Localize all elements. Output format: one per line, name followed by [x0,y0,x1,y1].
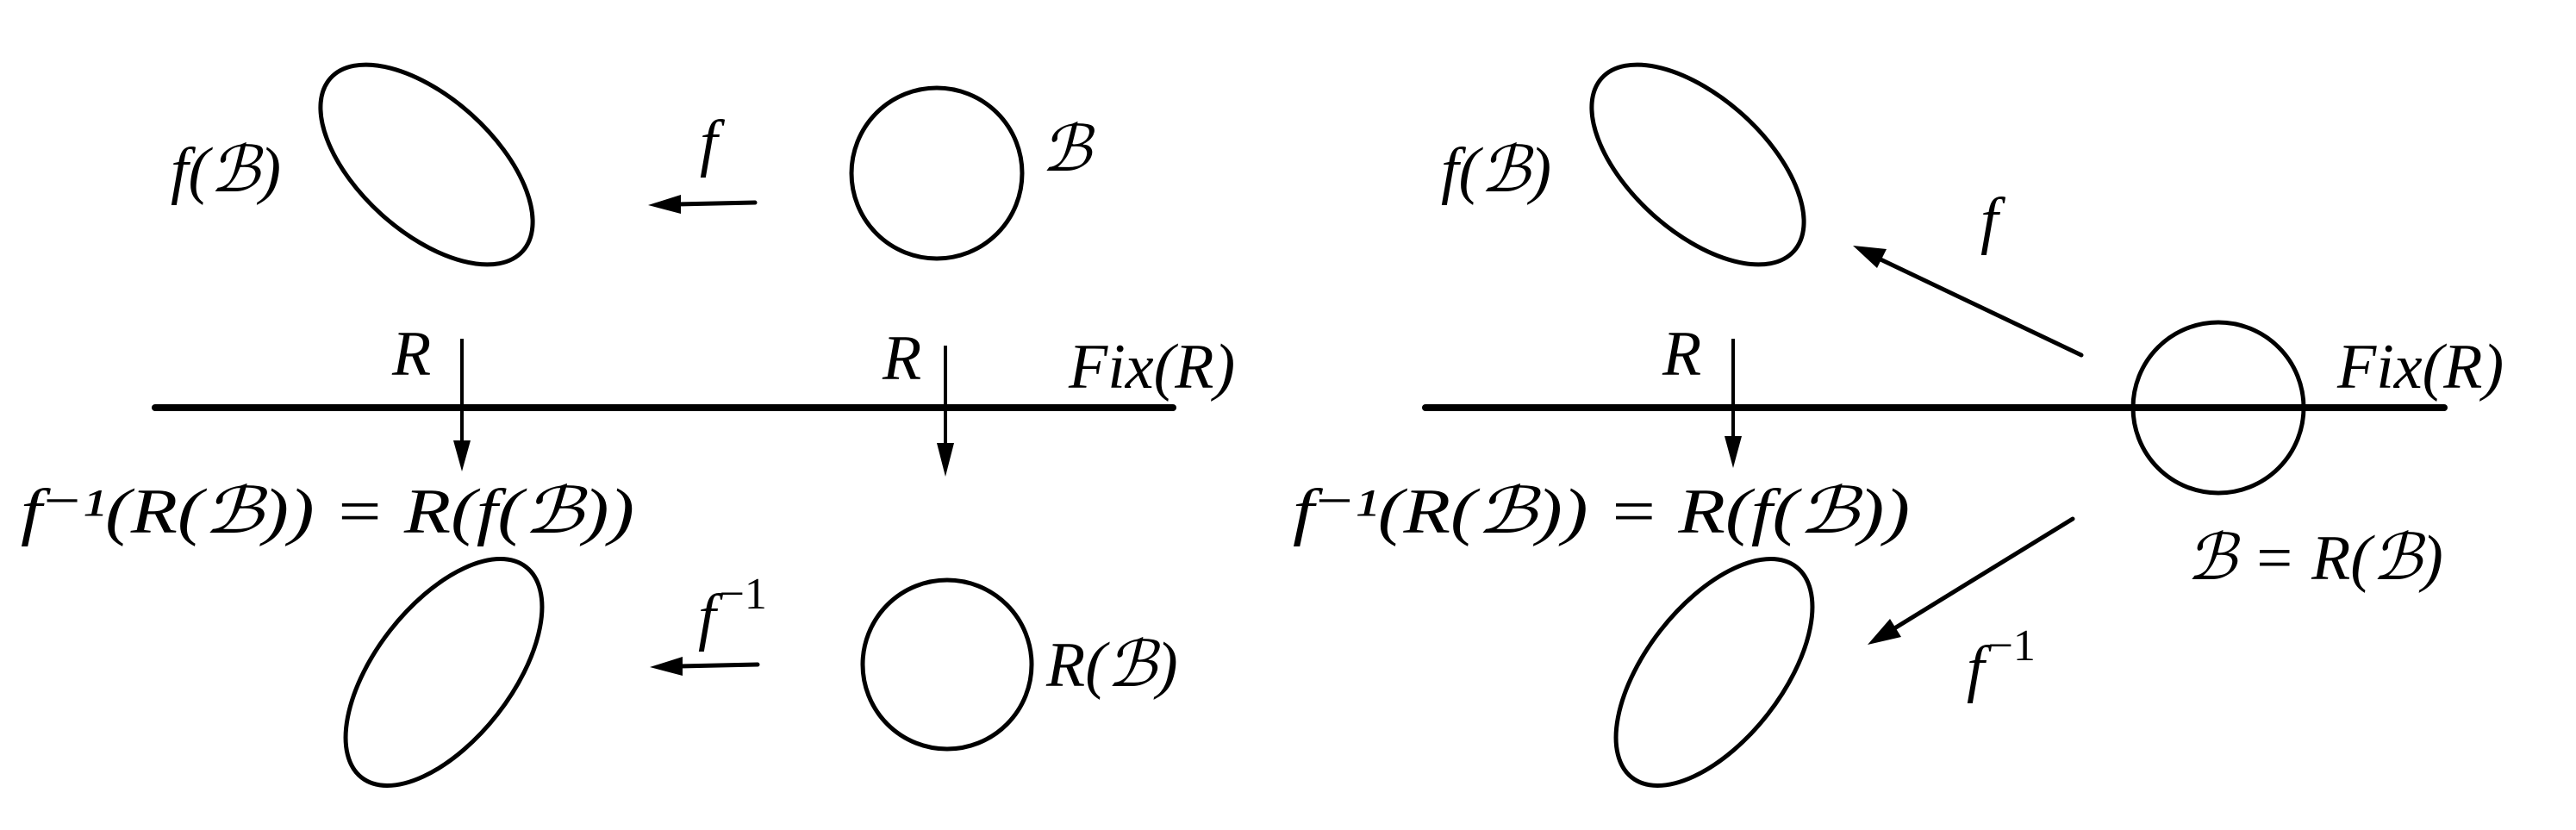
f-inv-R-B-ellipse [343,557,545,788]
R-of-B-label: R(ℬ) [1045,630,1178,701]
f-of-B-ellipse-right [1589,62,1806,267]
fix-R-label-right: Fix(R) [2336,332,2504,403]
f-inverse-label-right: f−1 [1967,621,2036,704]
R-arrow-right [937,346,954,477]
B-fixed-circle [2130,320,2306,496]
f-label: f [700,108,726,178]
R-label-right-panel: R [1662,319,1701,390]
R-of-B-circle [860,577,1034,752]
equation-label: f⁻¹(R(ℬ)) = R(f(ℬ)) [21,477,634,547]
f-inv-R-B-ellipse-right [1613,557,1815,788]
f-inverse-exponent: −1 [720,570,767,619]
f-of-B-label: f(ℬ) [171,135,281,206]
R-label-right: R [882,323,921,394]
B-circle [849,85,1025,261]
R-label-left: R [391,319,431,390]
f-inverse-exponent-right: −1 [1988,621,2036,671]
f-inverse-label: f−1 [698,570,767,652]
f-of-B-label-right: f(ℬ) [1441,135,1551,206]
f-of-B-ellipse [318,62,535,267]
f-label-right: f [1980,185,2006,256]
B-equals-R-B-label: ℬ = R(ℬ) [2186,523,2443,594]
fix-R-label: Fix(R) [1068,332,1235,403]
equation-label-right: f⁻¹(R(ℬ)) = R(f(ℬ)) [1293,477,1910,547]
f-arrow-right [1853,246,2084,358]
f-arrow [648,195,758,214]
left-panel: f(ℬ) ℬ f Fix(R) R R f⁻¹(R(ℬ)) = R(f(ℬ)) [21,62,1235,788]
B-label: ℬ [1041,115,1095,185]
f-inverse-arrow-right [1868,516,2075,645]
R-arrow-left [453,339,471,471]
f-inverse-arrow [650,657,760,676]
R-arrow-right-panel [1725,339,1742,468]
right-panel: f(ℬ) f Fix(R) ℬ = R(ℬ) R f⁻¹(R(ℬ)) = R(f… [1293,62,2504,788]
